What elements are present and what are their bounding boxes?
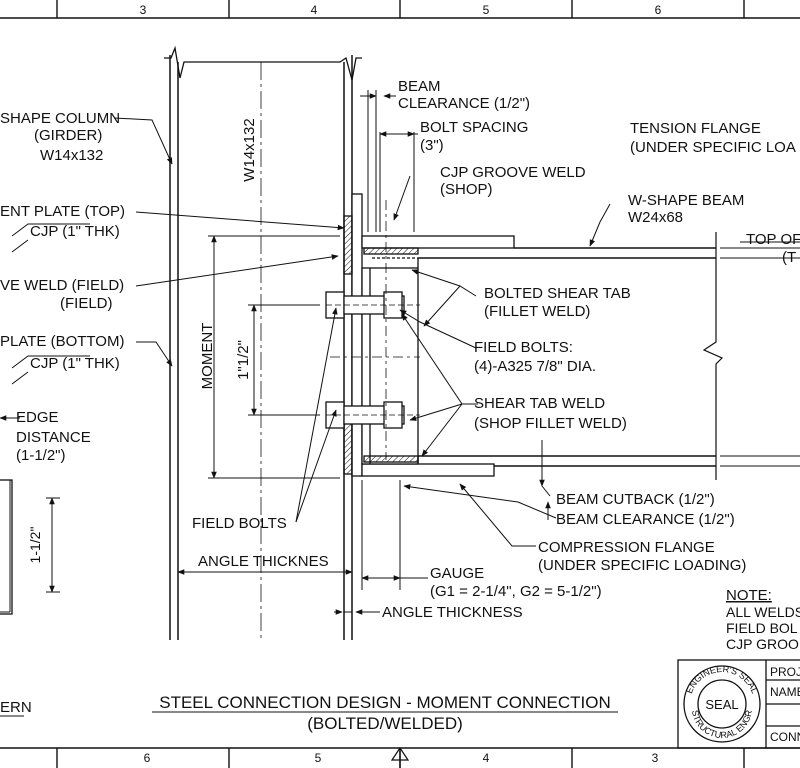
title-block-field: CONN — [770, 730, 800, 744]
shear-tab-weld-label: SHEAR TAB WELD — [474, 395, 605, 412]
border-top-number: 3 — [140, 3, 147, 17]
edge-distance-label: DISTANCE — [16, 429, 91, 446]
moment-plate-bottom-label: CJP (1" THK) — [30, 355, 120, 372]
title-block — [677, 659, 800, 749]
w-shape-beam-label: W24x68 — [628, 209, 683, 226]
tension-flange-label: TENSION FLANGE — [630, 120, 761, 137]
border-top-number: 6 — [655, 3, 662, 17]
beam — [418, 232, 800, 480]
note-line: CJP GROO — [726, 636, 799, 652]
column-label: W14x132 — [40, 147, 103, 164]
dimension-lines — [0, 90, 551, 615]
beam-clearance-label: CLEARANCE (1/2") — [398, 95, 530, 112]
border-bottom-number: 5 — [315, 751, 322, 765]
moment-plate-top-label: ENT PLATE (TOP) — [0, 203, 125, 220]
border-top-number: 5 — [483, 3, 490, 17]
bolt-spacing-label: (3") — [420, 137, 444, 154]
border-top-number: 4 — [311, 3, 318, 17]
border-bottom-number: 4 — [483, 751, 490, 765]
title-line: (BOLTED/WELDED) — [307, 714, 463, 733]
note-line: FIELD BOL — [726, 620, 798, 636]
cjp-groove-weld-label: CJP GROOVE WELD — [440, 164, 586, 181]
field-bolts-spec-label: (4)-A325 7/8" DIA. — [474, 358, 596, 375]
callout-labels: SHAPE COLUMN (GIRDER) W14x132 ENT PLATE … — [0, 78, 800, 716]
note-line: ALL WELDS — [726, 604, 800, 620]
column-label: (GIRDER) — [34, 127, 102, 144]
plate-detail — [0, 479, 13, 615]
moment-plate-top-label: CJP (1" THK) — [30, 223, 120, 240]
beam-cutback-label: BEAM CUTBACK (1/2") — [556, 491, 715, 508]
w-shape-beam-label: W-SHAPE BEAM — [628, 192, 744, 209]
angle-thickness-label: ANGLE THICKNESS — [382, 604, 523, 621]
compression-flange-label: (UNDER SPECIFIC LOADING) — [538, 557, 746, 574]
top-of-label: TOP OF — [746, 231, 800, 248]
moment-dimension-label: MOMENT — [199, 323, 216, 390]
top-of-label: (T — [782, 249, 796, 266]
edge-distance-label: EDGE — [16, 409, 59, 426]
field-bolts-label: FIELD BOLTS — [192, 515, 287, 532]
moment-plate-bottom-label: PLATE (BOTTOM) — [0, 333, 124, 350]
bolt-spacing-label: BOLT SPACING — [420, 119, 528, 136]
column-vertical-label: W14x132 — [241, 118, 258, 181]
title-line: STEEL CONNECTION DESIGN - MOMENT CONNECT… — [159, 693, 610, 712]
border-bottom-number: 6 — [144, 751, 151, 765]
compression-flange-label: COMPRESSION FLANGE — [538, 539, 715, 556]
field-weld-label: VE WELD (FIELD) — [0, 277, 124, 294]
field-weld-label: (FIELD) — [60, 295, 113, 312]
tension-flange-label: (UNDER SPECIFIC LOA — [630, 139, 796, 156]
connection-plates — [343, 193, 515, 477]
shear-tab-weld-label: (SHOP FILLET WELD) — [474, 415, 627, 432]
plate-dimension-label: 1-1/2" — [27, 527, 43, 564]
bolt-upper — [325, 291, 420, 319]
angle-thickness-label: ANGLE THICKNES — [198, 553, 329, 570]
beam-clearance-label: BEAM — [398, 78, 441, 95]
field-bolts-spec-label: FIELD BOLTS: — [474, 339, 573, 356]
cjp-groove-weld-label: (SHOP) — [440, 181, 493, 198]
drawing-title: STEEL CONNECTION DESIGN - MOMENT CONNECT… — [159, 693, 610, 733]
bolt-dimension-label: 1"1/2" — [235, 340, 252, 380]
bolted-shear-tab-label: (FILLET WELD) — [484, 303, 590, 320]
seal-center-text: SEAL — [705, 697, 738, 712]
title-block-field: NAME — [770, 685, 800, 699]
leader-lines — [11, 117, 800, 547]
border-numbers: 3 4 5 6 6 5 4 3 — [140, 3, 662, 765]
seal: ENGINEER'S SEAL STRUCTURAL ENGR SEAL — [684, 664, 760, 740]
bolted-shear-tab-label: BOLTED SHEAR TAB — [484, 285, 631, 302]
column-label: SHAPE COLUMN — [0, 110, 120, 127]
title-block-fields: PROJ NAME CONN — [770, 665, 800, 744]
title-block-field: PROJ — [770, 665, 800, 679]
border-bottom-number: 3 — [652, 751, 659, 765]
pattern-label: ERN — [0, 699, 32, 716]
note-title: NOTE: — [726, 587, 772, 604]
gauge-label: (G1 = 2-1/4", G2 = 5-1/2") — [430, 583, 602, 600]
beam-clearance-bottom-label: BEAM CLEARANCE (1/2") — [556, 511, 735, 528]
column — [164, 45, 362, 640]
edge-distance-label: (1-1/2") — [16, 447, 66, 464]
gauge-label: GAUGE — [430, 565, 484, 582]
